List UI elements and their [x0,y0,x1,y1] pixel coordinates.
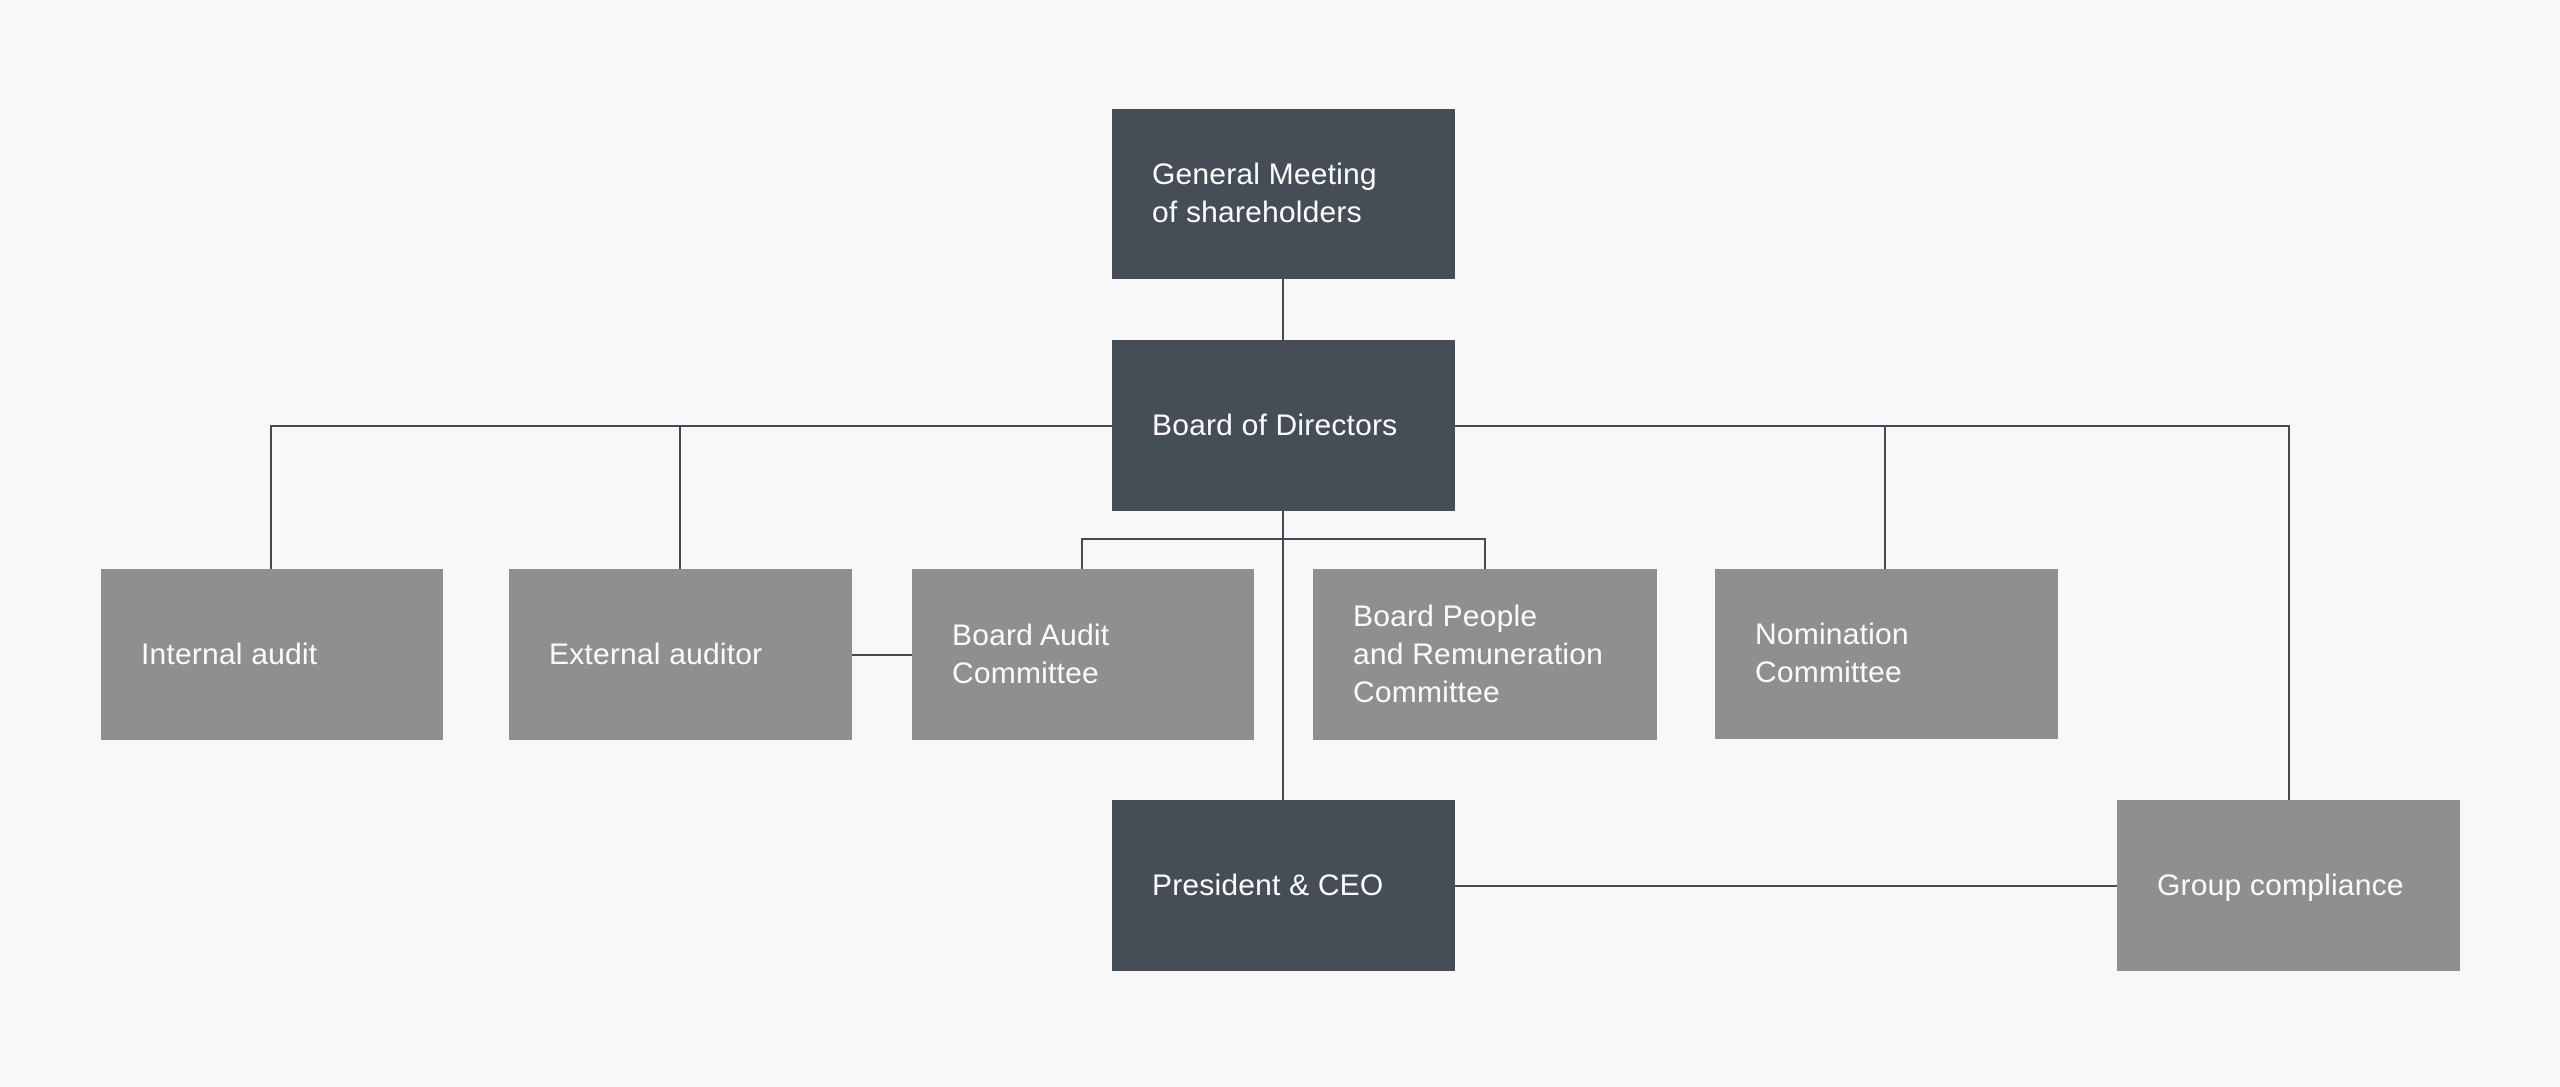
node-general-meeting: General Meeting of shareholders [1112,109,1455,279]
node-nomination-committee: Nomination Committee [1715,569,2058,739]
connector-drop-group-compliance [2288,425,2290,800]
node-group-compliance: Group compliance [2117,800,2460,971]
node-internal-audit: Internal audit [101,569,443,740]
connector-drop-nomination-committee [1884,425,1886,569]
connector-board-to-president [1282,511,1284,800]
node-general-meeting-label: General Meeting of shareholders [1152,158,1377,229]
connector-president-to-group-compliance [1455,885,2117,887]
node-external-auditor-label: External auditor [549,637,763,671]
node-president-ceo-label: President & CEO [1152,868,1384,902]
connector-committee-bracket-horizontal [1082,538,1486,540]
connector-drop-external-auditor [679,425,681,569]
connector-drop-board-people-committee [1484,538,1486,571]
node-internal-audit-label: Internal audit [141,637,318,671]
connector-general-meeting-to-board [1282,279,1284,340]
node-board-of-directors: Board of Directors [1112,340,1455,511]
node-board-audit-committee-label: Board Audit Committee [952,618,1110,690]
connector-external-auditor-to-audit-committee [852,654,912,656]
node-board-people-remuneration-committee: Board People and Remuneration Committee [1313,569,1657,740]
node-external-auditor: External auditor [509,569,852,740]
connector-drop-board-audit-committee [1081,538,1083,571]
node-board-people-remuneration-committee-label: Board People and Remuneration Committee [1353,599,1604,709]
node-board-of-directors-label: Board of Directors [1152,408,1398,442]
node-group-compliance-label: Group compliance [2157,868,2404,902]
node-president-ceo: President & CEO [1112,800,1455,971]
node-nomination-committee-label: Nomination Committee [1755,618,1909,689]
node-board-audit-committee: Board Audit Committee [912,569,1254,740]
connector-drop-internal-audit [270,425,272,569]
